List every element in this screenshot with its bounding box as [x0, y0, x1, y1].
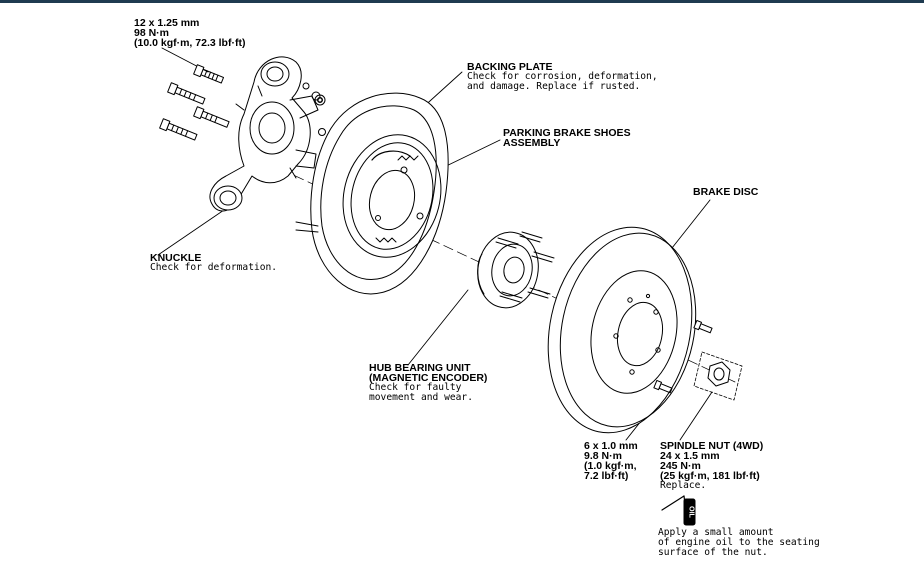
oil-note-3: surface of the nut.	[658, 547, 768, 558]
oil-note: Apply a small amount of engine oil to th…	[658, 528, 820, 558]
oil-note-2: of engine oil to the seating	[658, 537, 820, 548]
spindle-nut-torque-alt: (25 kgf·m, 181 lbf·ft)	[660, 470, 760, 482]
hub-bearing-note-2: movement and wear.	[369, 392, 473, 403]
knuckle-title: KNUCKLE	[150, 252, 202, 264]
spindle-nut-label: SPINDLE NUT (4WD) 24 x 1.5 mm 245 N·m (2…	[660, 441, 763, 491]
disc-screw-torque: 9.8 N·m	[584, 450, 622, 462]
disc-screw-torque-alt-2: 7.2 lbf·ft)	[584, 470, 629, 482]
knuckle-bolt-spec: 12 x 1.25 mm 98 N·m (10.0 kgf·m, 72.3 lb…	[134, 17, 246, 49]
disc-screws	[653, 319, 713, 394]
backing-plate	[295, 92, 449, 295]
brake-disc-label: BRAKE DISC	[693, 186, 759, 198]
hub-bearing-note-1: Check for faulty	[369, 382, 462, 393]
spindle-nut-torque: 245 N·m	[660, 460, 701, 472]
knuckle-bolt-size: 12 x 1.25 mm	[134, 17, 200, 29]
spindle-nut-title: SPINDLE NUT (4WD)	[660, 440, 764, 452]
knuckle	[209, 56, 326, 212]
backing-plate-title: BACKING PLATE	[467, 61, 553, 73]
spindle-nut-size: 24 x 1.5 mm	[660, 450, 720, 462]
oil-can-icon: OIL	[661, 495, 696, 526]
backing-plate-label: BACKING PLATE Check for corrosion, defor…	[467, 62, 658, 92]
disc-screw-spec: 6 x 1.0 mm 9.8 N·m (1.0 kgf·m, 7.2 lbf·f…	[584, 440, 638, 482]
knuckle-note: Check for deformation.	[150, 262, 278, 273]
spindle-nut-note: Replace.	[660, 480, 707, 491]
hub-studs	[495, 231, 555, 303]
brake-disc-title: BRAKE DISC	[693, 186, 759, 198]
knuckle-bolts	[159, 64, 230, 141]
backing-plate-note-2: and damage. Replace if rusted.	[467, 81, 641, 92]
hub-bearing-title-2: (MAGNETIC ENCODER)	[369, 372, 488, 384]
oil-can-label: OIL	[688, 506, 695, 518]
knuckle-bolt-torque-alt: (10.0 kgf·m, 72.3 lbf·ft)	[134, 37, 246, 49]
top-border-bar	[0, 0, 924, 3]
hub-bearing-label: HUB BEARING UNIT (MAGNETIC ENCODER) Chec…	[369, 363, 487, 403]
hub-bearing-title-1: HUB BEARING UNIT	[369, 362, 471, 374]
hub-bearing-unit	[477, 231, 555, 309]
parking-brake-label: PARKING BRAKE SHOES ASSEMBLY	[503, 127, 631, 149]
brake-disc	[547, 226, 697, 434]
knuckle-bolt-torque: 98 N·m	[134, 27, 170, 39]
spindle-nut	[693, 351, 743, 401]
disc-screw-torque-alt-1: (1.0 kgf·m,	[584, 460, 637, 472]
parking-brake-title-1: PARKING BRAKE SHOES	[503, 127, 631, 139]
washer	[314, 94, 326, 106]
oil-note-1: Apply a small amount	[658, 527, 774, 538]
parking-brake-title-2: ASSEMBLY	[503, 137, 561, 149]
backing-plate-note-1: Check for corrosion, deformation,	[467, 71, 658, 82]
knuckle-label: KNUCKLE Check for deformation.	[150, 253, 277, 273]
disc-screw-size: 6 x 1.0 mm	[584, 440, 638, 452]
parking-brake-shoes	[342, 134, 442, 258]
